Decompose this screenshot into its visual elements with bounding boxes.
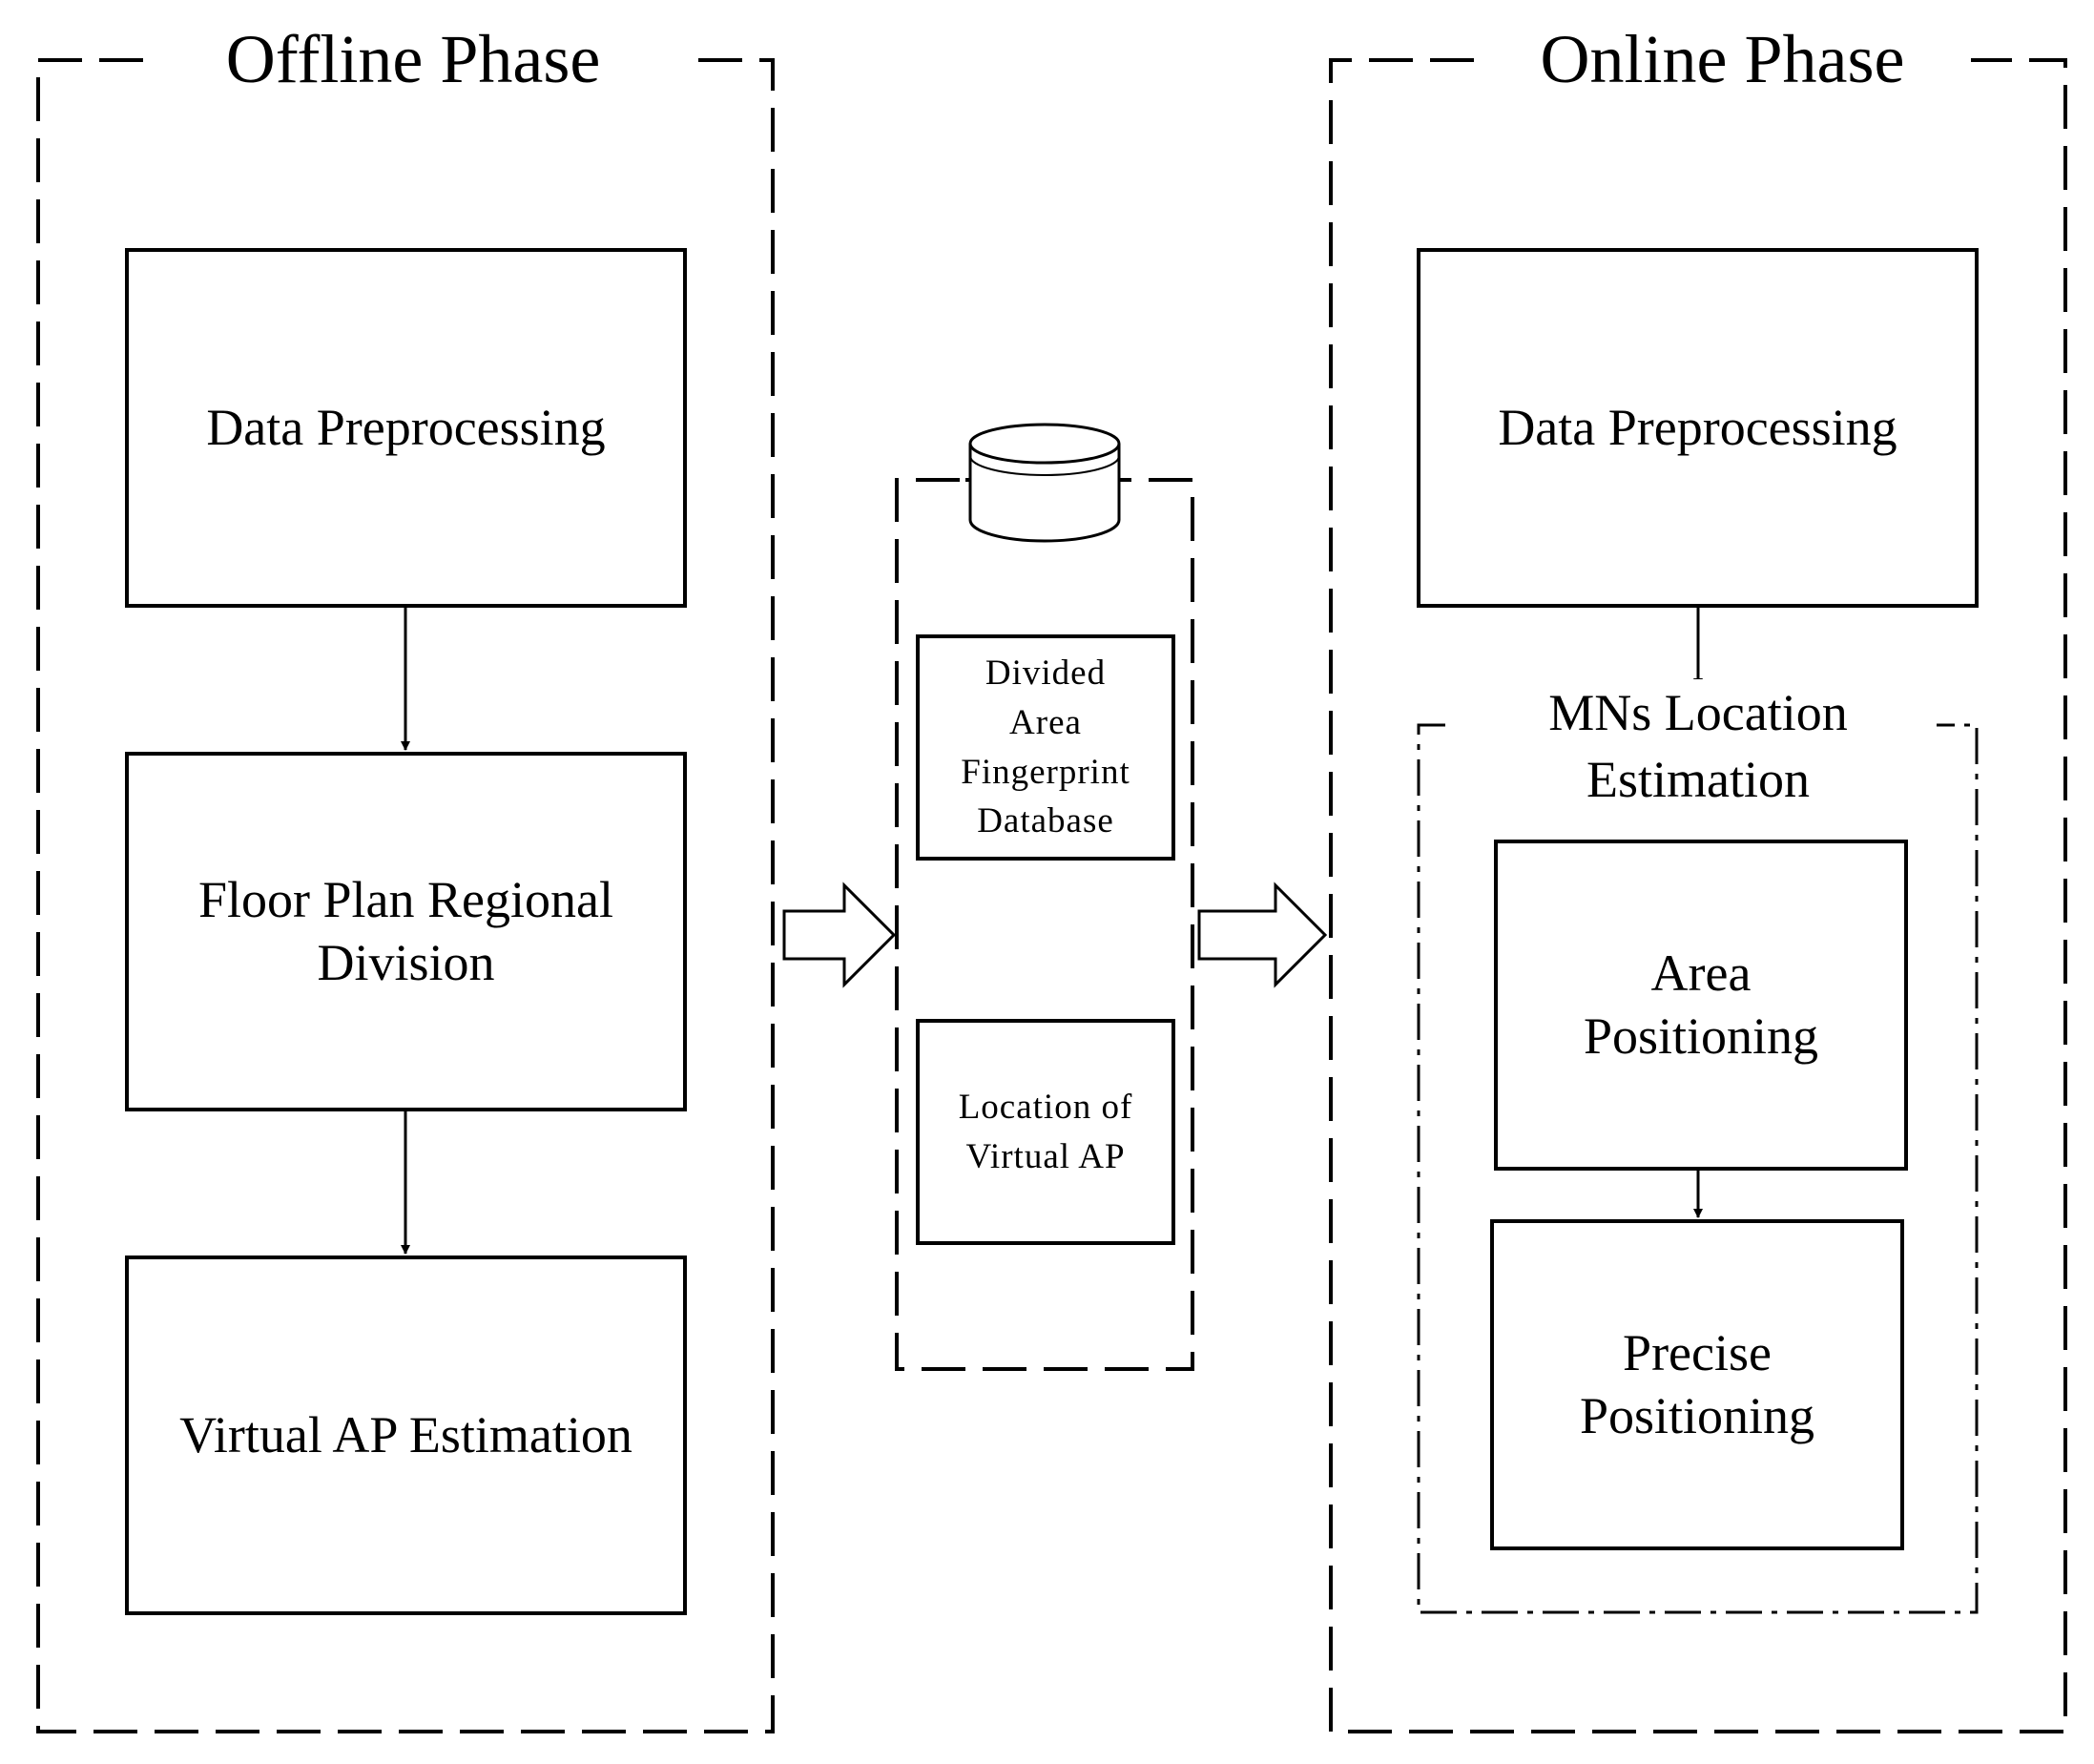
offline-step-box-2 <box>125 752 687 1111</box>
offline-step-3-label: Virtual AP Estimation <box>179 1405 632 1463</box>
online-phase-container <box>1329 58 2067 1733</box>
group-step-box-1 <box>1494 840 1908 1171</box>
online-step-1-label: Data Preprocessing <box>1498 398 1897 456</box>
online-phase-title: Online Phase <box>1474 21 1971 97</box>
database-item-box-1 <box>916 634 1175 861</box>
offline-step-2-label: Floor Plan Regional Division <box>198 870 613 991</box>
transfer-arrow-database-to-online <box>1197 882 1328 988</box>
offline-phase-title: Offline Phase <box>143 21 683 97</box>
database-cylinder-icon <box>968 423 1121 543</box>
location-estimation-group-title: MNs Location Estimation <box>1488 679 1908 813</box>
database-item-2-label: Location of Virtual AP <box>958 1087 1133 1176</box>
online-step-box-1 <box>1417 248 1979 608</box>
location-estimation-group-container <box>1417 723 1979 1614</box>
offline-step-box-3 <box>125 1256 687 1615</box>
group-step-2-label: Precise Positioning <box>1579 1323 1815 1444</box>
offline-step-1-label: Data Preprocessing <box>206 398 606 456</box>
database-item-1-label: Divided Area Fingerprint Database <box>961 653 1130 841</box>
offline-phase-container <box>36 58 775 1733</box>
database-container <box>895 478 1194 1371</box>
group-step-1-label: Area Positioning <box>1583 944 1819 1065</box>
database-item-box-2 <box>916 1019 1175 1245</box>
group-step-box-2 <box>1490 1219 1904 1550</box>
transfer-arrow-offline-to-database <box>782 882 897 988</box>
